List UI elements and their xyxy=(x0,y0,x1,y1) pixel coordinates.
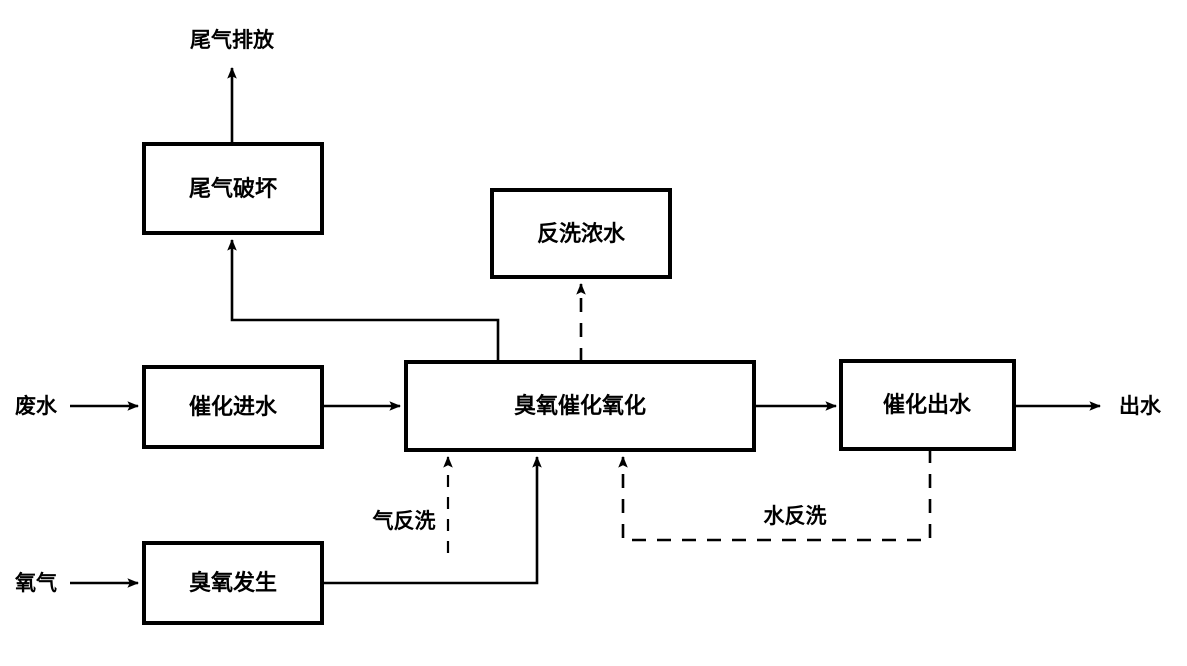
node-label-tail-gas-destruction: 尾气破坏 xyxy=(189,176,277,202)
stream-label-water-backwash: 水反洗 xyxy=(764,504,827,528)
stream-label-oxygen-inlet: 氧气 xyxy=(15,571,57,595)
connector-generator-to-oxidation xyxy=(322,455,542,585)
node-label-catalytic-inlet-water: 催化进水 xyxy=(189,394,278,420)
node-label-backwash-concentrate: 反洗浓水 xyxy=(537,222,626,247)
node-label-ozone-generator: 臭氧发生 xyxy=(189,570,277,596)
node-catalytic-inlet-water[interactable]: 催化进水 xyxy=(142,365,324,449)
stream-label-tail-gas-emission: 尾气排放 xyxy=(190,28,275,52)
node-tail-gas-destruction[interactable]: 尾气破坏 xyxy=(142,142,324,235)
node-ozone-generator[interactable]: 臭氧发生 xyxy=(142,541,324,625)
node-ozone-catalytic-oxidation[interactable]: 臭氧催化氧化 xyxy=(404,360,756,452)
connector-oxidation-to-tail-gas-destruction xyxy=(227,238,500,362)
node-label-ozone-catalytic-oxidation: 臭氧催化氧化 xyxy=(514,393,646,419)
stream-label-air-backwash: 气反洗 xyxy=(372,509,436,533)
node-catalytic-outlet-water[interactable]: 催化出水 xyxy=(839,359,1016,451)
stream-label-treated-water-outlet: 出水 xyxy=(1119,394,1162,418)
node-backwash-concentrate[interactable]: 反洗浓水 xyxy=(490,188,672,279)
node-label-catalytic-outlet-water: 催化出水 xyxy=(883,392,972,418)
stream-label-wastewater-inlet: 废水 xyxy=(15,394,58,418)
